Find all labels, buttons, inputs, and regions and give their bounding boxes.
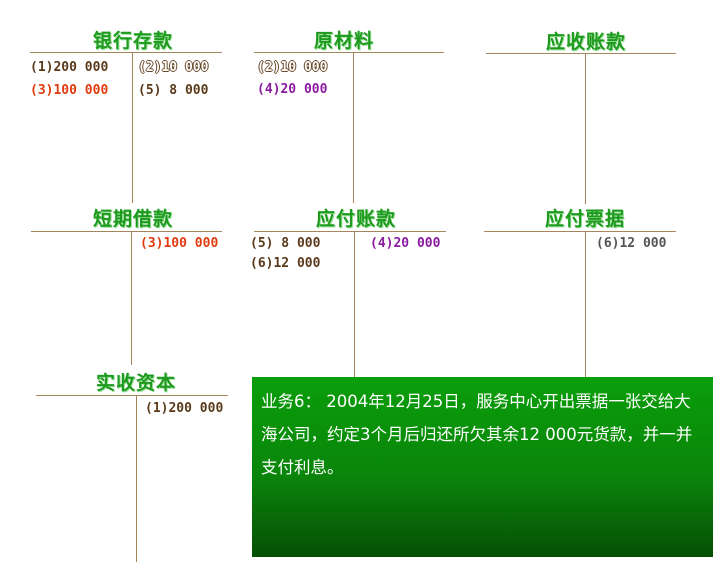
entry-credit: (3)100 000 [140, 236, 219, 251]
t-account-vline [136, 396, 137, 562]
t-account-hline [30, 52, 222, 53]
entry-credit: (1)200 000 [145, 401, 224, 416]
t-account-hline [36, 395, 228, 396]
transaction-description: 业务6： 2004年12月25日，服务中心开出票据一张交给大海公司，约定3个月后… [261, 392, 693, 477]
entry-credit: (6)12 000 [596, 236, 667, 251]
t-account-vline [131, 232, 132, 365]
account-title-accounts-receivable: 应收账款 [546, 31, 627, 53]
t-account-vline [354, 232, 355, 377]
entry-debit: (1)200 000 [30, 60, 109, 75]
t-account-hline [31, 231, 222, 232]
entry-debit: (5) 8 000 [250, 236, 321, 251]
t-account-hline [254, 231, 446, 232]
t-account-vline [353, 53, 354, 203]
t-account-vline [132, 53, 133, 203]
entry-debit: (6)12 000 [250, 256, 321, 271]
t-account-vline [585, 54, 586, 204]
account-title-bank-deposit: 银行存款 [93, 30, 174, 52]
account-title-paid-in-capital: 实收资本 [96, 372, 177, 394]
t-account-hline [486, 53, 676, 54]
t-account-vline [585, 232, 586, 377]
entry-debit: (4)20 000 [257, 82, 328, 97]
account-title-raw-materials: 原材料 [314, 30, 375, 52]
entry-credit: (4)20 000 [370, 236, 441, 251]
entry-debit: (3)100 000 [30, 83, 109, 98]
entry-credit: (5) 8 000 [138, 83, 209, 98]
account-title-notes-payable: 应付票据 [545, 208, 626, 230]
account-title-accounts-payable: 应付账款 [316, 208, 397, 230]
t-account-hline [484, 231, 676, 232]
account-title-short-term-loan: 短期借款 [93, 208, 174, 230]
transaction-popup: 业务6： 2004年12月25日，服务中心开出票据一张交给大海公司，约定3个月后… [252, 377, 713, 557]
entry-credit: (2)10 000 [138, 60, 209, 75]
t-account-hline [254, 52, 444, 53]
entry-debit: (2)10 000 [257, 60, 328, 75]
